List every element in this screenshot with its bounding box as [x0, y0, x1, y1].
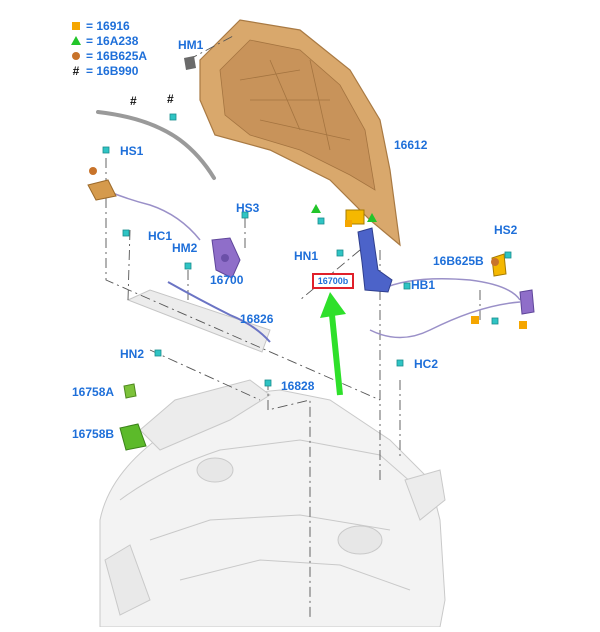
callout-markers	[89, 167, 527, 329]
callout-16826: 16826	[240, 312, 274, 326]
callout-hc1: HC1	[148, 229, 173, 243]
legend-code: = 16A238	[86, 33, 139, 48]
callout-16758a: 16758A	[72, 385, 115, 399]
legend-row-square: = 16916	[70, 18, 147, 33]
callout-16758b: 16758B	[72, 427, 115, 441]
latch-cable	[109, 191, 521, 339]
legend-code: = 16B990	[86, 63, 139, 78]
striker-parts	[119, 383, 147, 451]
legend-code: = 16B625A	[86, 48, 148, 63]
callout-hs2: HS2	[494, 223, 518, 237]
callout-hn2: HN2	[120, 347, 145, 361]
callout-16612: 16612	[394, 138, 428, 152]
callout-hm1: HM1	[178, 38, 204, 52]
weatherstrip-seal	[96, 110, 216, 180]
hash-icon: #	[72, 63, 80, 78]
legend-row-triangle: = 16A238	[70, 33, 147, 48]
hood-prop-rod	[167, 281, 271, 343]
callout-hs1: HS1	[120, 144, 144, 158]
callout-hc2: HC2	[414, 357, 439, 371]
highlighted-part-label: 16700b	[312, 273, 354, 289]
hash-marker: #	[167, 92, 174, 106]
callout-hn1: HN1	[294, 249, 319, 263]
legend-row-hash: # = 16B990	[70, 63, 147, 78]
orange-square-icon	[70, 21, 82, 30]
callout-hs3: HS3	[236, 201, 260, 215]
callout-16828: 16828	[281, 379, 315, 393]
release-handle	[87, 179, 117, 201]
leader-lines	[105, 34, 481, 620]
callout-16700: 16700	[210, 273, 244, 287]
pointer-arrow	[320, 292, 346, 396]
fasteners	[102, 113, 512, 387]
callout-16b625b: 16B625B	[433, 254, 484, 268]
callout-hm2: HM2	[172, 241, 198, 255]
hood-latch-16700	[211, 237, 241, 279]
hood-hinge	[357, 227, 393, 293]
green-triangle-icon	[70, 36, 82, 45]
hash-marker: #	[130, 94, 137, 108]
callout-hb1: HB1	[411, 278, 436, 292]
legend: = 16916 = 16A238 = 16B625A # = 16B990	[70, 18, 147, 78]
grommet-hm1	[184, 56, 196, 70]
vehicle-front-illustration	[99, 379, 446, 628]
legend-code: = 16916	[86, 18, 130, 33]
hood-panel	[199, 19, 401, 247]
legend-row-dot: = 16B625A	[70, 48, 147, 63]
brown-dot-icon	[70, 51, 82, 60]
